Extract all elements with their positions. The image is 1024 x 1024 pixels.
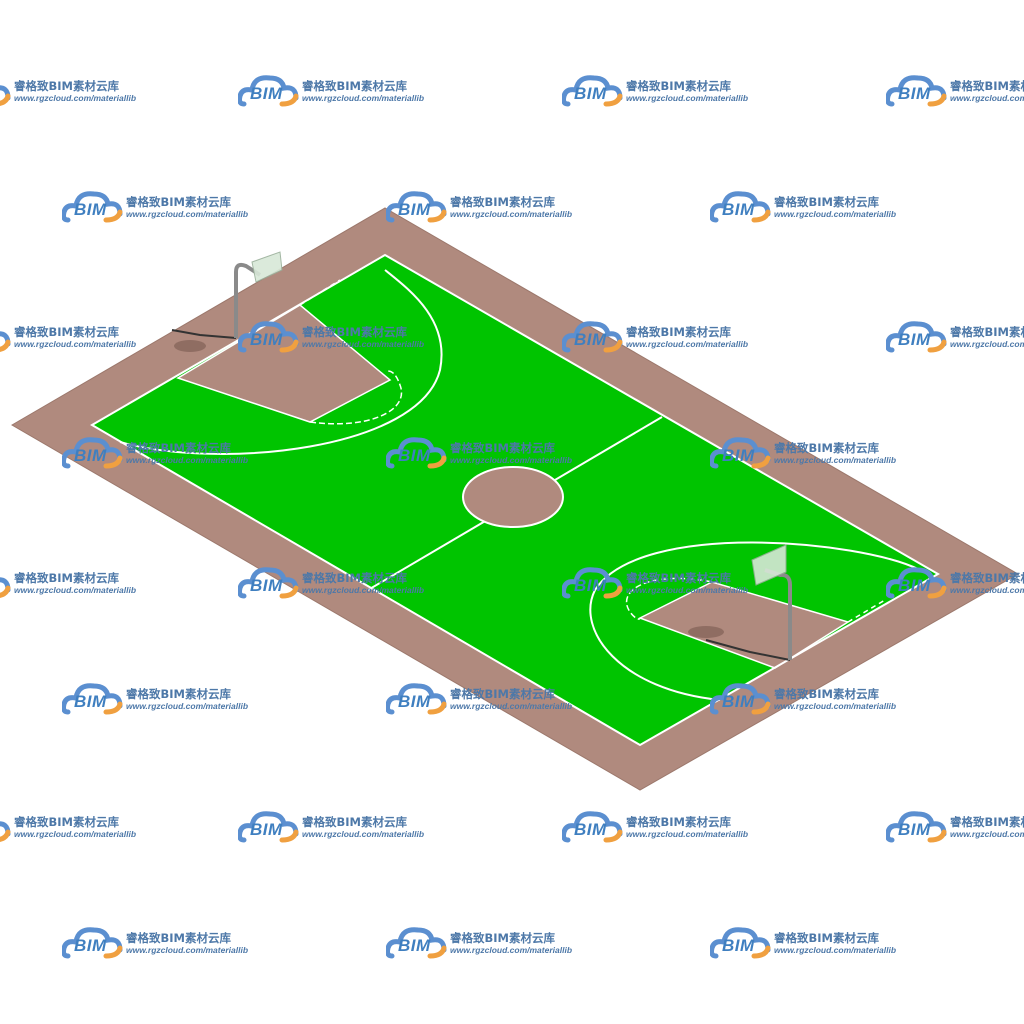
right-hoop [688,544,792,661]
left-free-throw-arc [309,370,403,425]
right-sideline-mark [847,599,886,623]
left-hoop [171,251,283,352]
center-circle [462,466,564,528]
left-sideline-mark [299,279,341,306]
right-free-throw-arc [625,577,713,620]
left-three-point-arc [119,269,443,455]
